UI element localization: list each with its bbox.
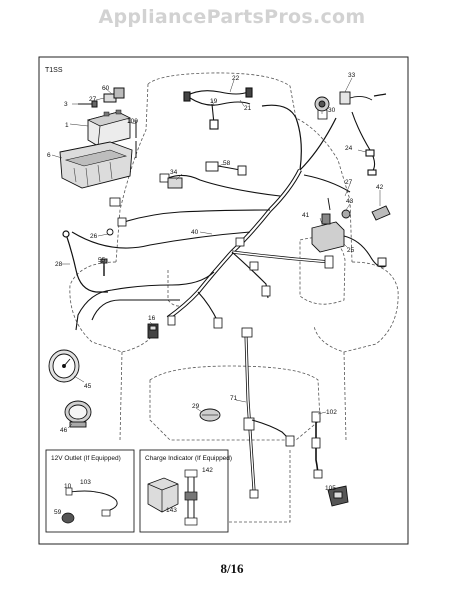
gauge: [48, 349, 80, 383]
rear-harness: [241, 327, 295, 499]
callout-34: 34: [170, 169, 178, 176]
page-number: 8/16: [220, 561, 244, 576]
outlet-inset: 12V Outlet (If Equipped): [45, 449, 135, 533]
callout-60: 60: [102, 85, 110, 92]
outlet-inset-title: 12V Outlet (If Equipped): [51, 455, 121, 462]
ground-screws: [100, 228, 114, 276]
callout-1: 1: [65, 122, 69, 129]
callout-102: 102: [326, 409, 337, 416]
callout-143: 143: [166, 507, 177, 514]
charge-inset-title: Charge Indicator (If Equipped): [145, 455, 232, 462]
callout-16: 16: [148, 315, 156, 322]
tail-light: [199, 408, 221, 422]
pto-switch: [167, 161, 247, 189]
callout-24: 24: [345, 145, 353, 152]
main-harness: [71, 104, 351, 331]
ground-wire: [351, 111, 377, 176]
seat-switch: [147, 323, 159, 339]
callout-25: 25: [347, 247, 355, 254]
callout-6: 6: [47, 152, 51, 159]
callout-46: 46: [60, 427, 68, 434]
battery-bolts: [78, 87, 137, 158]
callout-30: 30: [328, 107, 336, 114]
battery-tray: [59, 141, 133, 189]
callout-27: 27: [89, 96, 97, 103]
hour-meter: [64, 400, 92, 428]
harness-connectors: [109, 109, 334, 329]
callout-21: 21: [244, 105, 252, 112]
callout-142: 142: [202, 467, 213, 474]
callout-27-solenoid: 27: [345, 179, 353, 186]
callouts: 60 3 27 1 100 6 22 19 21 33 30 24 34 58 …: [47, 72, 384, 516]
headlight-harness: [183, 87, 253, 130]
callout-22: 22: [232, 75, 240, 82]
callout-103: 103: [80, 479, 91, 486]
callout-26: 26: [90, 233, 98, 240]
clutch-switch: [327, 485, 349, 507]
battery: [87, 109, 131, 147]
callout-29: 29: [192, 403, 200, 410]
leader-lines: [51, 77, 381, 429]
callout-10: 10: [64, 483, 72, 490]
callout-41: 41: [302, 212, 310, 219]
callout-45: 45: [84, 383, 92, 390]
callout-55: 55: [98, 257, 106, 264]
diagram-code: T1SS: [45, 67, 63, 74]
watermark: AppliancePartsPros.com: [98, 6, 366, 28]
callout-40: 40: [191, 229, 199, 236]
callout-100: 100: [127, 118, 138, 125]
diagram-frame: [38, 56, 409, 545]
pto-connector: [311, 411, 323, 479]
ignition-switch: [314, 91, 387, 112]
charge-inset: Charge Indicator (If Equipped): [139, 449, 232, 533]
callout-43: 43: [346, 198, 354, 205]
callout-58: 58: [223, 160, 231, 167]
starter-solenoid: [311, 197, 391, 268]
callout-28: 28: [55, 261, 63, 268]
callout-42: 42: [376, 184, 384, 191]
callout-105: 105: [325, 485, 336, 492]
callout-33: 33: [348, 72, 356, 79]
callout-19: 19: [210, 98, 218, 105]
callout-59: 59: [54, 509, 62, 516]
callout-3: 3: [64, 101, 68, 108]
battery-cable: [62, 230, 108, 293]
callout-71: 71: [230, 395, 238, 402]
